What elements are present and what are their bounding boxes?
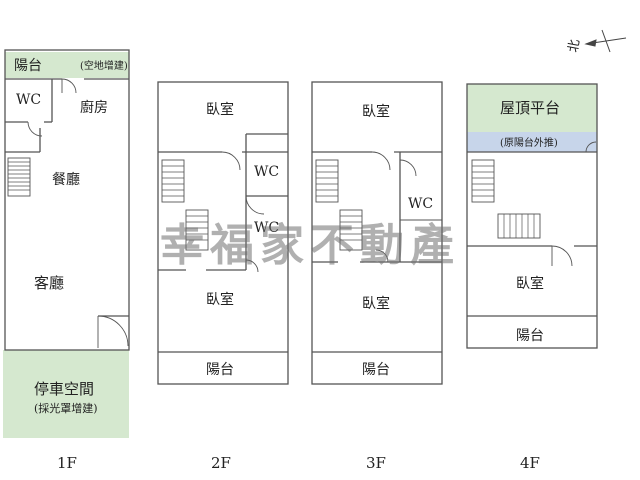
1f-parking-note: (採光罩增建) xyxy=(34,401,98,415)
floor-label-1f: 1F xyxy=(57,454,77,472)
4f-extension-fill xyxy=(467,132,597,152)
floor-1f-plan xyxy=(3,49,130,438)
3f-balcony-label: 陽台 xyxy=(362,362,390,378)
4f-terrace-fill xyxy=(467,84,597,132)
2f-bedroom-top-label: 臥室 xyxy=(206,101,234,118)
2f-balcony-label: 陽台 xyxy=(206,362,234,378)
floor-label-2f: 2F xyxy=(211,454,231,472)
1f-parking-label: 停車空間 xyxy=(34,380,94,398)
3f-bedroom-top-label: 臥室 xyxy=(362,103,390,120)
1f-balcony-fill xyxy=(5,52,129,78)
2f-wc-a-label: WC xyxy=(254,164,279,180)
1f-dining-label: 餐廳 xyxy=(52,171,80,188)
1f-balcony-note: (空地增建) xyxy=(80,59,128,72)
north-arrow-icon xyxy=(584,29,627,53)
4f-bedroom-label: 臥室 xyxy=(516,275,544,292)
floor-label-4f: 4F xyxy=(520,454,540,472)
1f-parking-fill xyxy=(3,350,129,438)
4f-roof-terrace-label: 屋頂平台 xyxy=(500,99,560,117)
1f-living-label: 客廳 xyxy=(34,274,64,292)
4f-extension-note: (原陽台外推) xyxy=(500,136,558,149)
floor-4f-plan xyxy=(466,83,598,349)
3f-outer-wall xyxy=(311,81,443,385)
4f-outer-wall xyxy=(466,83,598,349)
3f-wc-label: WC xyxy=(408,196,433,212)
1f-wc-label: WC xyxy=(16,92,41,108)
2f-outer-wall xyxy=(157,81,289,385)
floor-2f-plan xyxy=(157,81,289,385)
2f-wc-b-label: WC xyxy=(254,220,279,236)
1f-kitchen-label: 廚房 xyxy=(80,99,108,116)
floor-3f-plan xyxy=(311,81,443,385)
1f-balcony-label: 陽台 xyxy=(14,58,42,74)
2f-bedroom-label: 臥室 xyxy=(206,291,234,308)
watermark: 幸福家不動產 xyxy=(160,220,460,271)
4f-balcony-label: 陽台 xyxy=(516,328,544,344)
north-label: 北 xyxy=(566,38,583,53)
3f-bedroom-label: 臥室 xyxy=(362,295,390,312)
floor-label-3f: 3F xyxy=(366,454,386,472)
